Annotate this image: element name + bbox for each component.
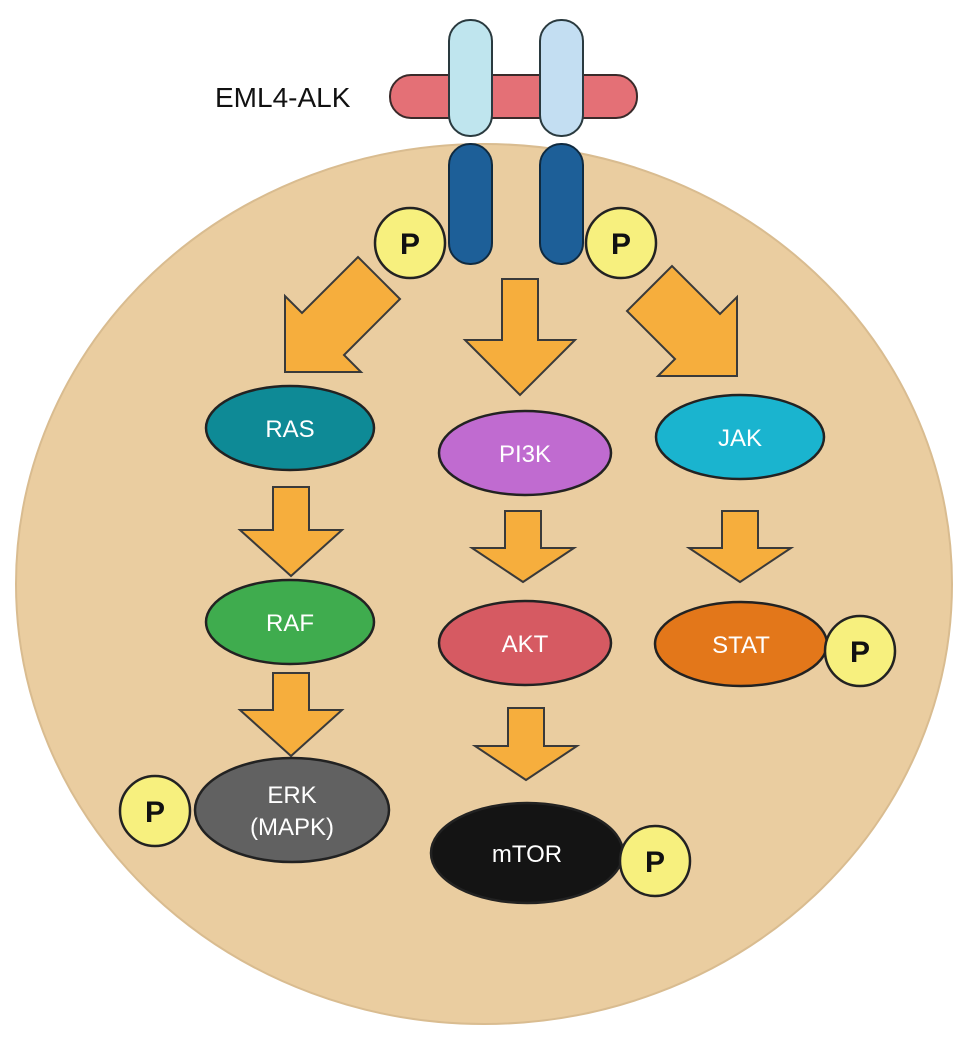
- node-erk: ERK (MAPK): [193, 756, 391, 864]
- phospho-receptor-left: P: [373, 206, 447, 280]
- node-ras-label: RAS: [265, 416, 314, 443]
- phospho-mtor: P: [618, 824, 692, 898]
- arrow-ras-to-raf: [237, 486, 345, 578]
- receptor-label: EML4-ALK: [215, 82, 351, 113]
- phospho-label: P: [850, 636, 870, 669]
- node-pi3k: PI3K: [437, 409, 613, 497]
- receptor-intracellular-left: [448, 143, 493, 265]
- phospho-label: P: [400, 228, 420, 261]
- receptor-extracellular-left: [448, 19, 493, 137]
- arrow-raf-to-erk: [237, 672, 345, 758]
- arrow-jak-to-stat: [685, 510, 795, 584]
- node-raf-label: RAF: [266, 610, 314, 637]
- arrow-akt-to-mtor: [471, 707, 581, 782]
- phospho-stat: P: [823, 614, 897, 688]
- phospho-receptor-right: P: [584, 206, 658, 280]
- node-stat: STAT: [653, 600, 829, 688]
- node-pi3k-label: PI3K: [499, 441, 551, 468]
- node-ras: RAS: [204, 384, 376, 472]
- membrane-bar: [389, 74, 638, 119]
- phospho-label: P: [611, 228, 631, 261]
- node-stat-label: STAT: [712, 632, 770, 659]
- arrow-pi3k-to-akt: [468, 510, 578, 584]
- phospho-label: P: [145, 796, 165, 829]
- arrow-to-pi3k: [462, 278, 578, 397]
- node-jak-label: JAK: [718, 425, 762, 452]
- node-akt: AKT: [437, 599, 613, 687]
- phospho-label: P: [645, 846, 665, 879]
- node-mtor-label: mTOR: [492, 841, 562, 868]
- node-erk-label-line2: (MAPK): [250, 814, 334, 841]
- phospho-erk: P: [118, 774, 192, 848]
- node-mtor: mTOR: [429, 801, 625, 905]
- arrow-to-jak: [625, 264, 738, 377]
- receptor-intracellular-right: [539, 143, 584, 265]
- node-jak: JAK: [654, 393, 826, 481]
- node-erk-label-line1: ERK: [267, 782, 316, 809]
- node-raf: RAF: [204, 578, 376, 666]
- arrow-to-ras: [284, 255, 402, 373]
- receptor-extracellular-right: [539, 19, 584, 137]
- node-akt-label: AKT: [502, 631, 549, 658]
